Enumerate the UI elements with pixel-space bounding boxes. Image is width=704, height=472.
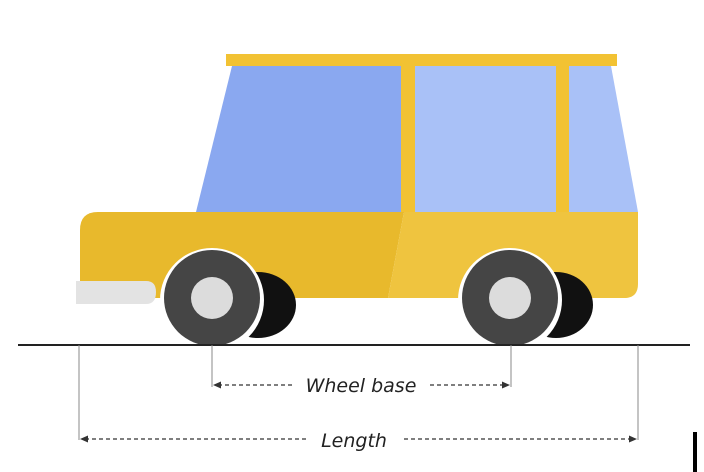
length-dimension: Length [80,430,637,452]
wheel-base-dimension: Wheel base [213,375,510,397]
wheel-base-left-arrow [213,381,221,389]
wheel-base-right-arrow [502,381,510,389]
front-pillar [556,60,569,213]
length-left-arrow [80,435,88,443]
body-rear [80,212,404,298]
rear-wheel [160,248,296,352]
text-caret [693,432,697,472]
front-hub [489,277,531,319]
center-pillar [401,60,415,213]
length-right-arrow [629,435,637,443]
bumper [76,281,156,304]
rear-hub [191,277,233,319]
front-wheel [458,248,593,352]
rear-window [196,66,404,212]
roof-rack [226,54,617,66]
front-window [404,66,638,212]
car [76,54,638,352]
wheel-base-label: Wheel base [306,375,417,397]
length-label: Length [321,430,387,452]
